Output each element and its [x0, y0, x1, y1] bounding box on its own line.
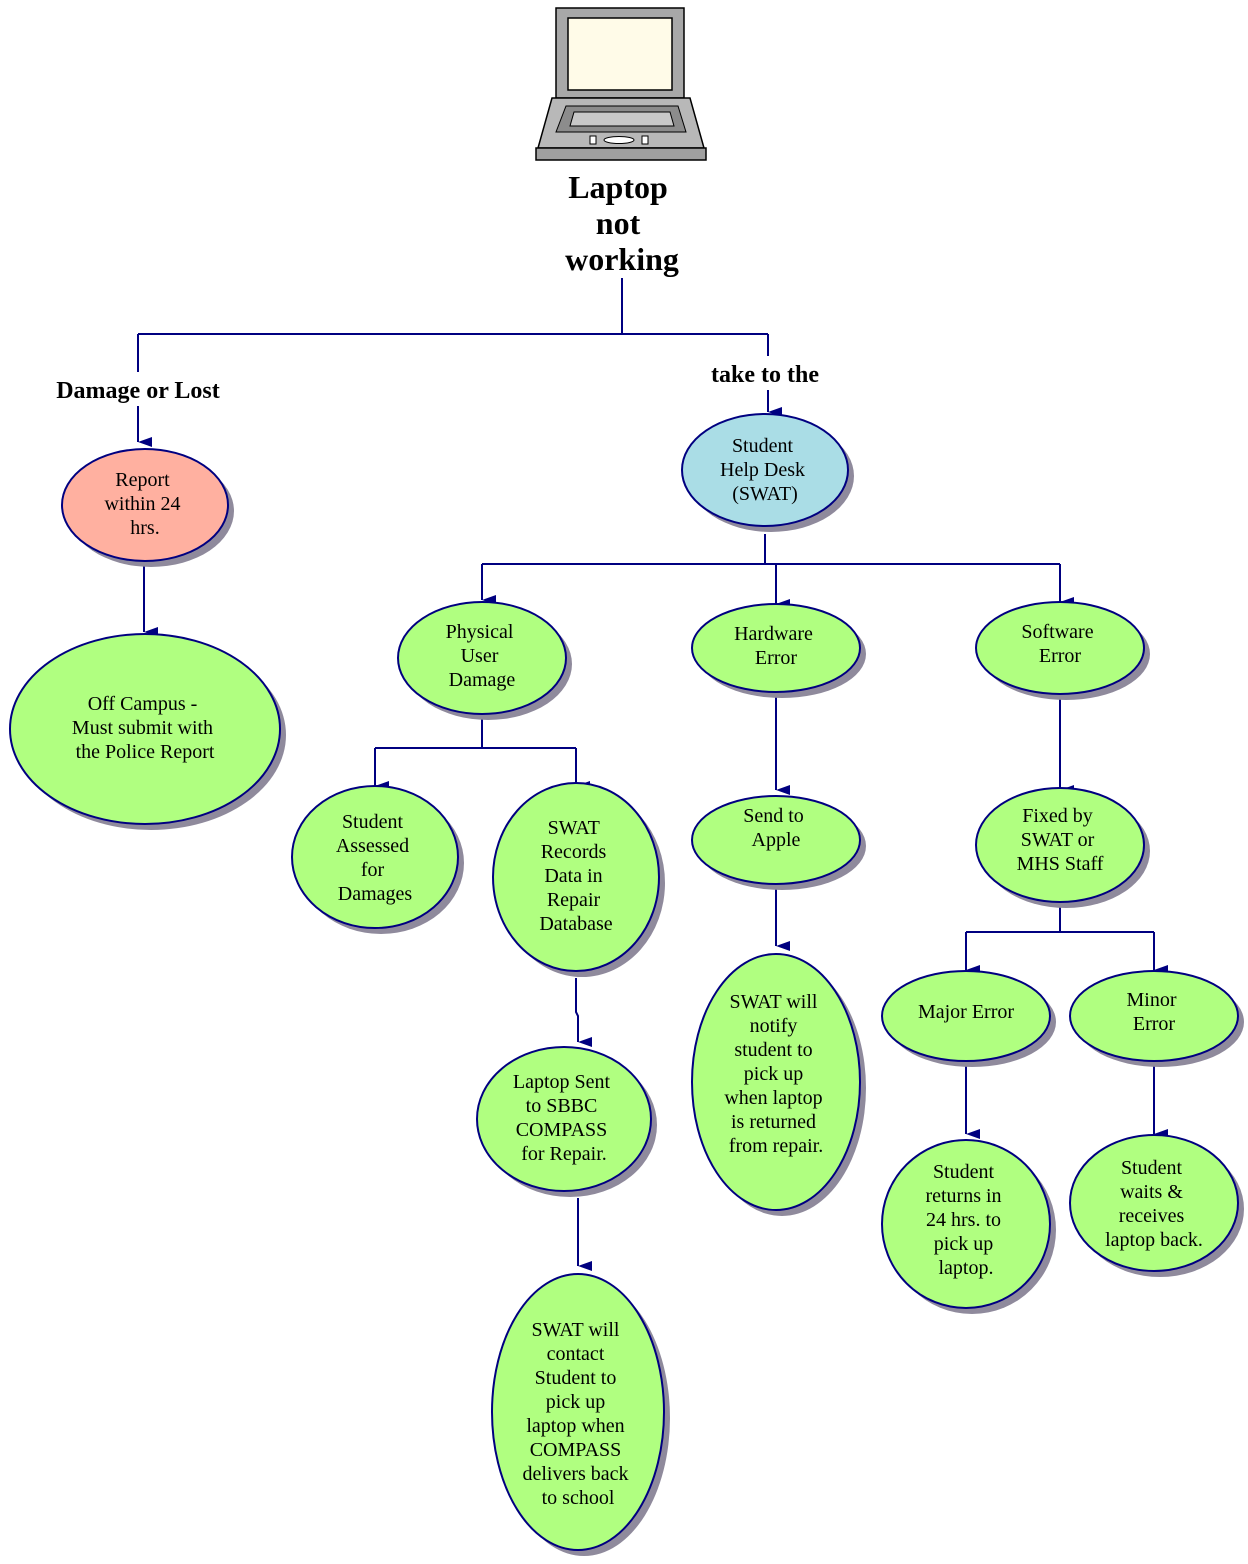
svg-text:SWAT Records Data: SWAT Records Data in Repair Database	[539, 817, 612, 935]
svg-text:Student returns in: Student returns in 24 hrs. to pick up la…	[925, 1161, 1006, 1279]
node-swat-notify: SWAT will notify student to pick up when…	[691, 953, 866, 1216]
node-laptop-sent-sbbc: Laptop Sent to SBBC COMPASS for Repair.	[476, 1046, 657, 1197]
edge-label-take-to-the: take to the	[711, 362, 819, 388]
edge-label-damage-or-lost: Damage or Lost	[56, 378, 220, 404]
svg-text:Hardware Error: Hardware Error	[734, 623, 818, 669]
svg-text:Major Error: Major Error	[918, 1001, 1014, 1023]
svg-text:SWAT will contact: SWAT will contact Student to pick up lap…	[522, 1319, 633, 1509]
svg-text:Student waits & re: Student waits & receives laptop back.	[1105, 1157, 1203, 1251]
svg-text:Off Campus - Must submit: Off Campus - Must submit with the Police…	[72, 693, 218, 763]
node-hardware-error: Hardware Error	[691, 603, 866, 698]
svg-text:Send to Apple: Send to Apple	[743, 805, 809, 851]
node-help-desk: Student Help Desk (SWAT)	[681, 413, 854, 532]
node-student-returns: Student returns in 24 hrs. to pick up la…	[881, 1139, 1056, 1314]
svg-text:Fixed by SWAT or M: Fixed by SWAT or MHS Staff	[1017, 805, 1104, 875]
svg-text:Software Error: Software Error	[1021, 621, 1098, 667]
node-student-assessed: Student Assessed for Damages	[291, 785, 464, 934]
node-send-to-apple: Send to Apple	[691, 795, 866, 890]
node-software-error: Software Error	[975, 601, 1150, 700]
svg-text:Laptop Sent to SBBC: Laptop Sent to SBBC COMPASS for Repair.	[513, 1071, 615, 1165]
node-swat-contact: SWAT will contact Student to pick up lap…	[491, 1273, 670, 1556]
node-report: Report within 24 hrs.	[61, 448, 234, 567]
laptop-icon	[535, 7, 707, 161]
svg-text:Physical User Dama: Physical User Damage	[446, 621, 519, 691]
node-fixed-by-swat: Fixed by SWAT or MHS Staff	[975, 787, 1150, 908]
svg-text:Student Help Desk: Student Help Desk (SWAT)	[720, 435, 810, 505]
node-swat-records: SWAT Records Data in Repair Database	[492, 782, 665, 977]
svg-text:Student Assessed f: Student Assessed for Damages	[336, 811, 414, 905]
svg-text:Report within 24 h: Report within 24 hrs.	[104, 469, 185, 539]
svg-text:Minor Error: Minor Error	[1127, 989, 1182, 1035]
node-physical-user-damage: Physical User Damage	[397, 601, 572, 720]
node-off-campus: Off Campus - Must submit with the Police…	[9, 633, 286, 830]
node-minor-error: Minor Error	[1069, 970, 1244, 1067]
svg-text:SWAT will notify s: SWAT will notify student to pick up when…	[724, 991, 827, 1157]
page-title: Laptop not working	[565, 169, 679, 277]
node-student-waits: Student waits & receives laptop back.	[1069, 1134, 1244, 1277]
node-major-error: Major Error	[881, 970, 1056, 1067]
